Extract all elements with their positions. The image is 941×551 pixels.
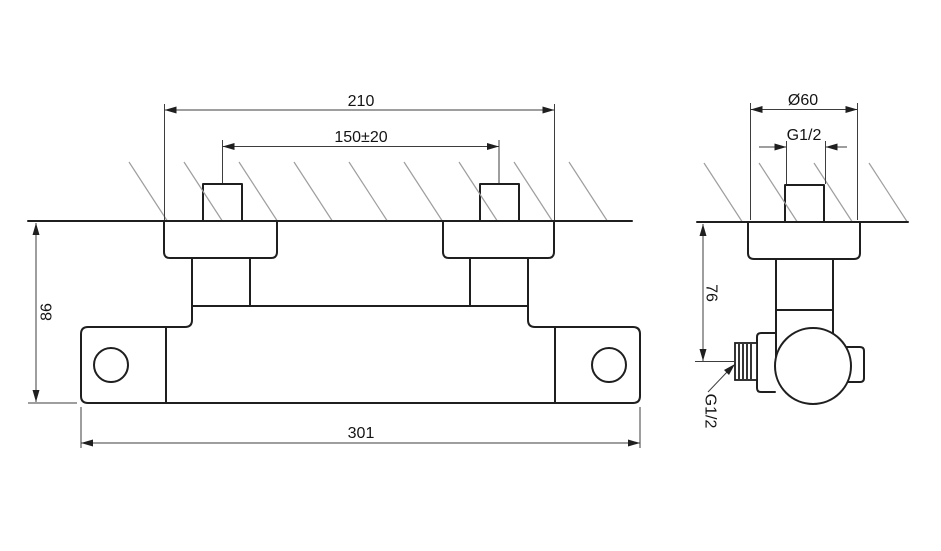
dim-150-label: 150±20: [334, 129, 387, 146]
dim-86: 86: [28, 223, 77, 404]
handle-boss-left: [93, 347, 129, 383]
dim-210: 210: [164, 93, 555, 220]
inlet-peg-side: [784, 184, 825, 223]
dim-g12-inlet: G1/2: [759, 127, 847, 184]
knob-end-cap: [844, 346, 865, 383]
connection-pipe-left: [191, 257, 251, 307]
body-flange-side: [756, 332, 776, 393]
mixer-body-front: [80, 305, 641, 404]
handle-boss-right: [591, 347, 627, 383]
dim-301-label: 301: [348, 425, 375, 442]
escutcheon-side: [747, 221, 861, 260]
dim-g12-outlet-label: G1/2: [701, 394, 718, 429]
dim-76: 76: [695, 224, 736, 362]
escutcheon-right: [442, 220, 555, 259]
wall-hatch-front: [128, 161, 608, 221]
front-view: 210 150±20 86 301: [27, 93, 641, 448]
outlet-nipple: [734, 342, 758, 381]
dim-g12-outlet: G1/2: [701, 364, 735, 428]
dim-g12-inlet-label: G1/2: [787, 127, 822, 144]
escutcheon-left: [163, 220, 278, 259]
connection-pipe-side: [775, 258, 834, 361]
knob-circle-side: [774, 327, 852, 405]
dim-86-label: 86: [39, 303, 56, 321]
dim-d60-label: Ø60: [788, 92, 818, 109]
dim-150-20: 150±20: [222, 129, 500, 183]
side-view: Ø60 G1/2 76 G1/2: [695, 92, 909, 428]
dim-d60: Ø60: [750, 92, 858, 220]
dim-301: 301: [80, 407, 641, 448]
inlet-peg-left: [202, 183, 243, 222]
dim-76-label: 76: [702, 284, 719, 302]
dim-210-label: 210: [348, 93, 375, 110]
wall-hatch-side: [703, 162, 908, 222]
connection-pipe-right: [469, 257, 529, 307]
